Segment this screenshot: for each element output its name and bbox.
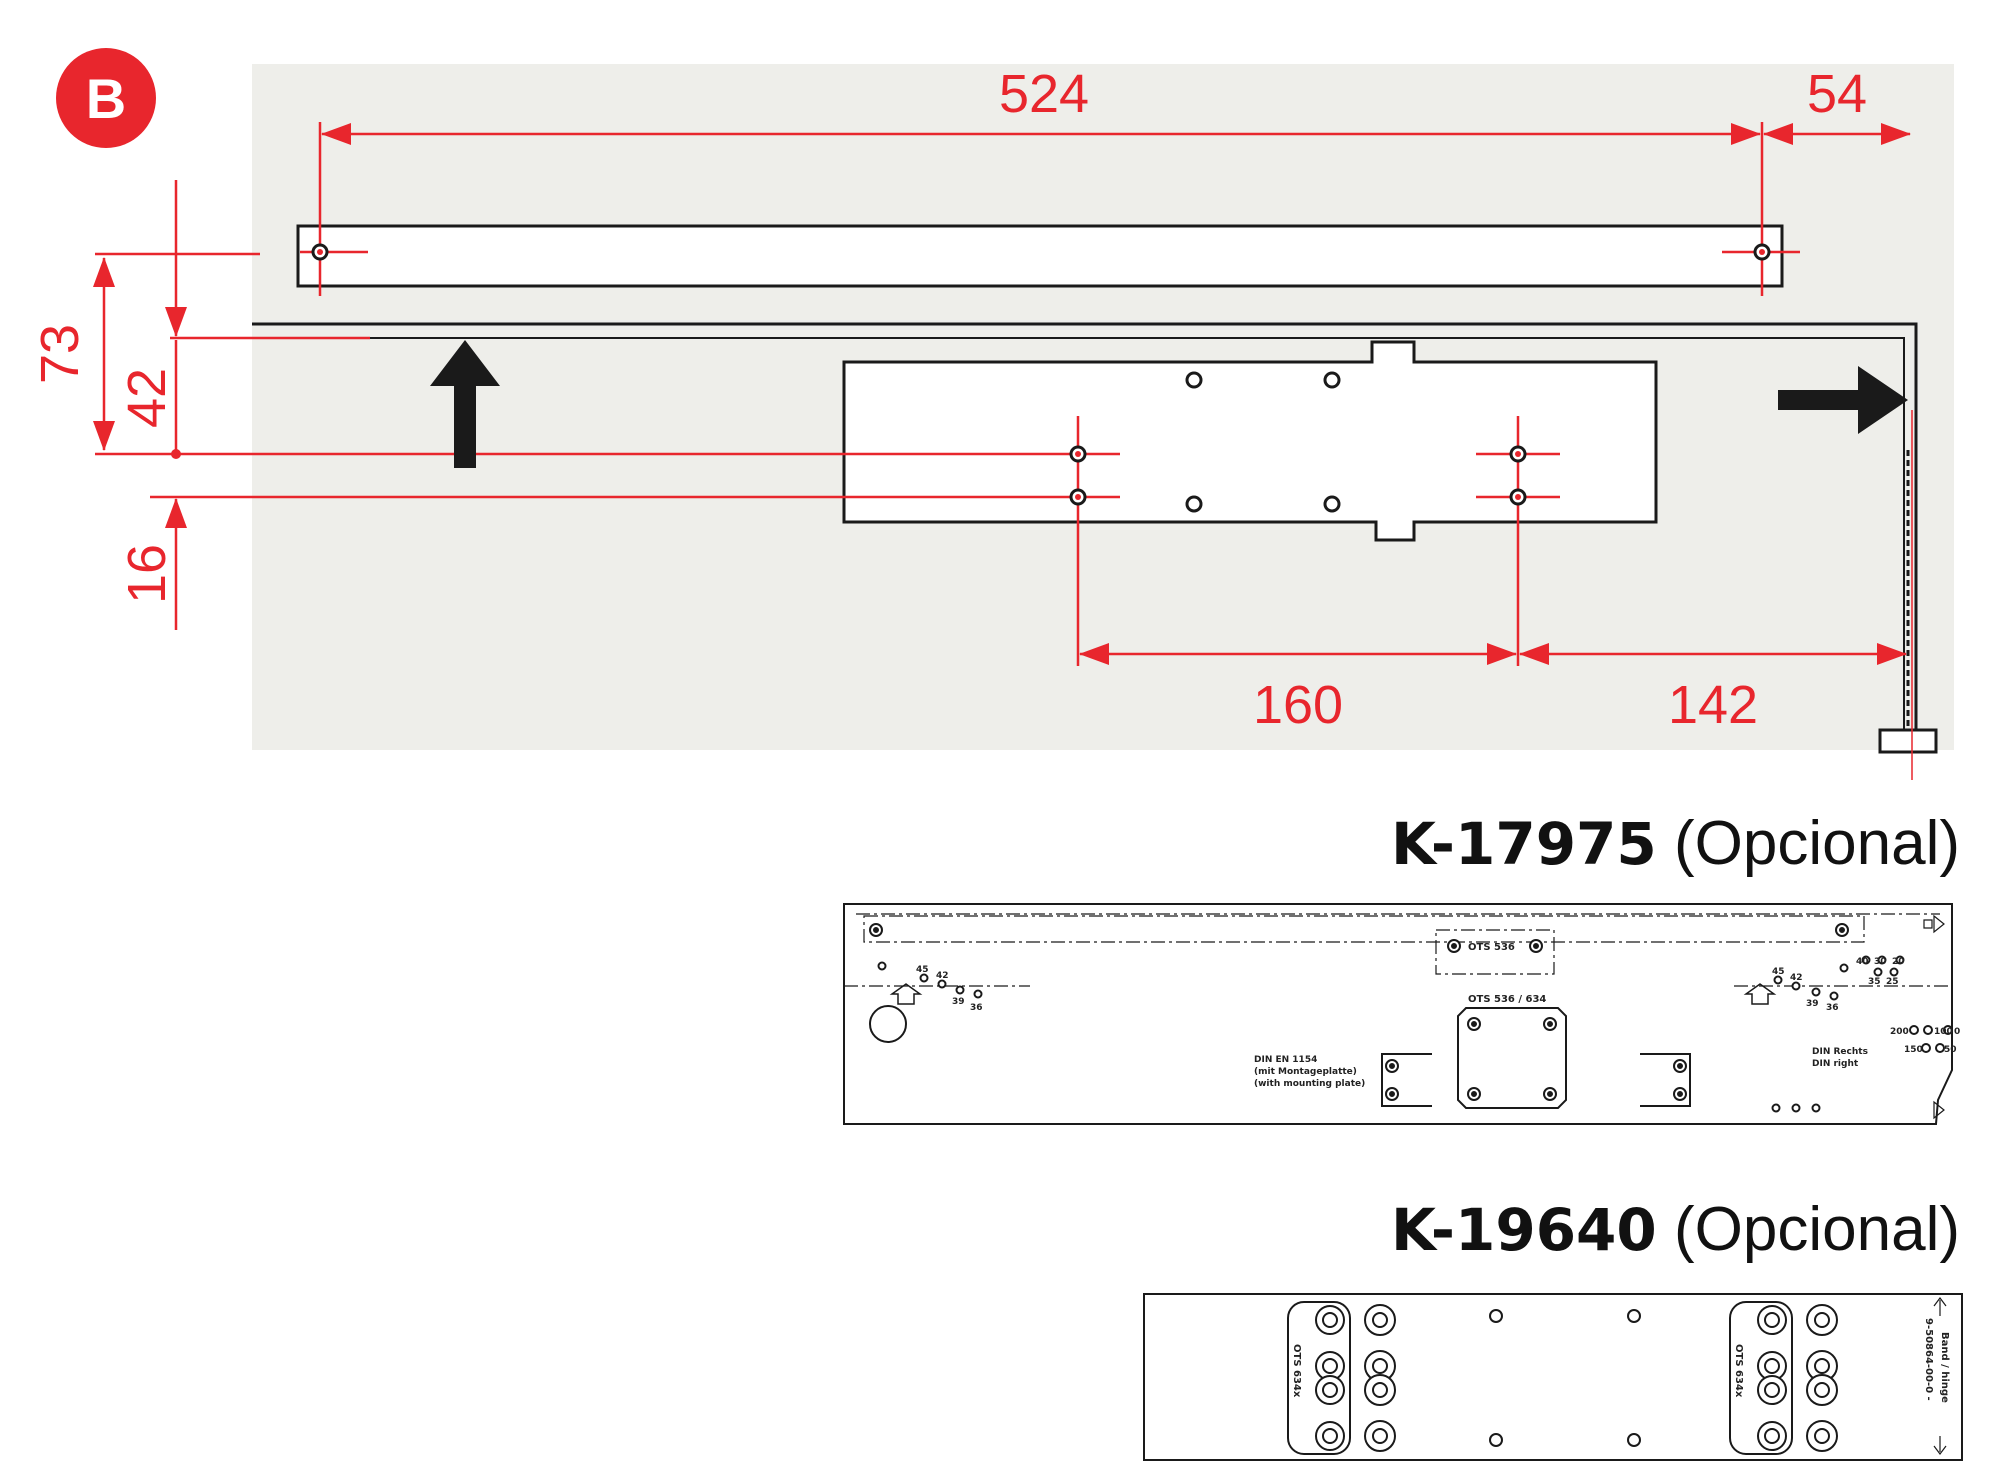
- dim-42: 42: [117, 368, 177, 428]
- dim-142: 142: [1668, 675, 1758, 735]
- plate-mark-r40: 40: [1856, 957, 1869, 967]
- plate-din-right: DIN right: [1812, 1059, 1859, 1069]
- plate-mark-r200: 200: [1890, 1027, 1909, 1037]
- plate-mark-36: 36: [970, 1003, 983, 1013]
- plate2-ots-right: OTS 634x: [1733, 1344, 1744, 1398]
- plate-mark-r36: 36: [1826, 1003, 1839, 1013]
- option-k17975-suffix: (Opcional): [1656, 809, 1960, 878]
- plate-mark-r39: 39: [1806, 999, 1819, 1009]
- dim-160: 160: [1253, 675, 1343, 735]
- plate-ots-536-634-label: OTS 536 / 634: [1468, 994, 1546, 1005]
- plate2-part-number: 9-50864-00-0 -: [1923, 1318, 1934, 1401]
- dim-73: 73: [30, 324, 90, 384]
- plate-mark-r50: 50: [1944, 1045, 1957, 1055]
- option-k19640-code: K-19640: [1391, 1196, 1657, 1264]
- reference-dot: [171, 449, 181, 459]
- door-frame-outline: [252, 322, 1918, 730]
- plate-mark-r25: 25: [1886, 977, 1899, 987]
- arrow-up-icon: [430, 340, 500, 468]
- dim-524: 524: [999, 64, 1089, 124]
- plate2-band-label: Band / hinge: [1939, 1332, 1950, 1403]
- plate-mark-r0: 0: [1954, 1027, 1960, 1037]
- plate-din-label: DIN EN 1154: [1254, 1055, 1317, 1065]
- plate-mark-r35: 35: [1868, 977, 1881, 987]
- option-k17975-title: K-17975 (Opcional): [1391, 808, 1960, 879]
- plate2-ots-left: OTS 634x: [1291, 1344, 1302, 1398]
- plate-din-with: (with mounting plate): [1254, 1079, 1365, 1089]
- arrow-right-icon: [1778, 366, 1908, 434]
- plate-mark-r45: 45: [1772, 967, 1785, 977]
- drill-point-centers: [317, 249, 1765, 500]
- plate-ots-536-label: OTS 536: [1468, 942, 1515, 953]
- plate-mark-39: 39: [952, 997, 965, 1007]
- plate-mark-r150: 150: [1904, 1045, 1923, 1055]
- section-badge: B: [56, 48, 156, 148]
- option-k17975-code: K-17975: [1391, 810, 1657, 878]
- plate-din-mit: (mit Montageplatte): [1254, 1067, 1357, 1077]
- plate-din-rechts: DIN Rechts: [1812, 1047, 1868, 1057]
- mounting-plate-k17975: OTS 536 OTS 536 / 634 45 42 39 36 45 42 …: [843, 903, 1960, 1125]
- closer-holes: [1185, 371, 1341, 513]
- plate-mark-42: 42: [936, 971, 949, 981]
- dim-54: 54: [1807, 64, 1867, 124]
- closer-body: [842, 340, 1658, 542]
- plate-mark-r20: 20: [1892, 957, 1905, 967]
- hinge-block: [1878, 728, 1938, 754]
- plate-mark-r100: 100: [1934, 1027, 1953, 1037]
- plate-mark-r30: 30: [1874, 957, 1887, 967]
- arm-rail: [296, 224, 1784, 288]
- option-k19640-title: K-19640 (Opcional): [1391, 1194, 1960, 1265]
- plate-mark-45: 45: [916, 965, 929, 975]
- badge-label: B: [86, 67, 126, 130]
- plate-mark-r42: 42: [1790, 973, 1803, 983]
- mounting-plate-k19640: OTS 634x OTS 634x Band / hinge 9-50864-0…: [1143, 1293, 1963, 1461]
- dim-16: 16: [117, 544, 177, 604]
- option-k19640-suffix: (Opcional): [1656, 1195, 1960, 1264]
